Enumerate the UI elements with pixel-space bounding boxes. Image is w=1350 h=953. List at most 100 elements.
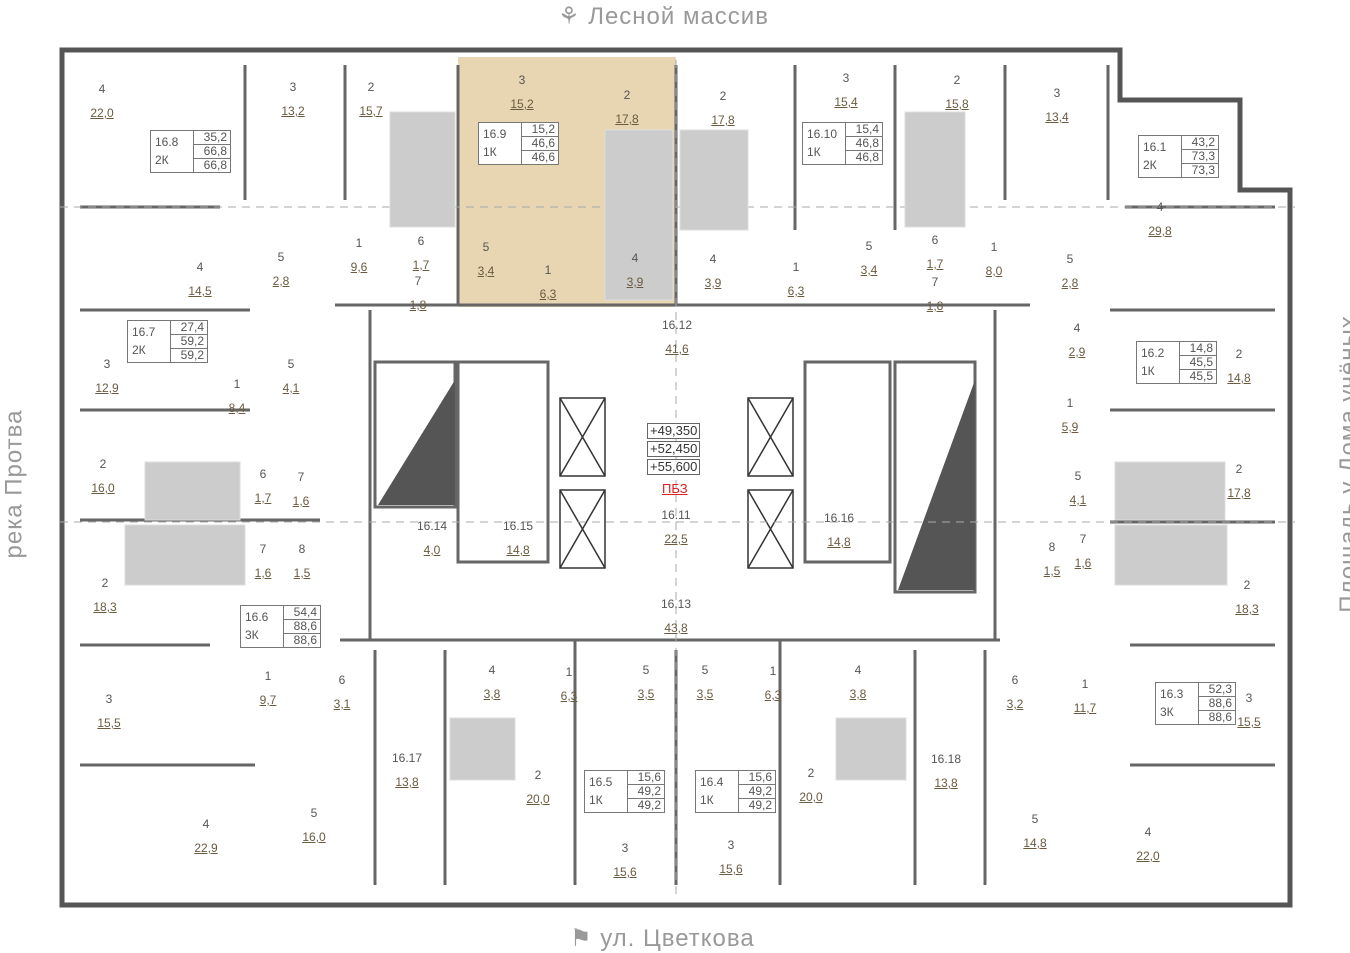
living-area: 15,6: [628, 771, 664, 785]
room-number: 7: [297, 470, 305, 484]
room-area: 13,8: [934, 776, 958, 790]
room-area: 22,9: [194, 841, 218, 855]
room-number: 7: [1079, 532, 1087, 546]
living-area: 35,2: [194, 131, 230, 145]
room-number: 1: [990, 240, 998, 254]
room-number: 1: [1081, 677, 1089, 691]
apartment-type: 1К: [483, 145, 497, 159]
room-area: 1,6: [292, 494, 310, 508]
total-area: 49,2: [739, 785, 775, 799]
label-north-forest: ⚘ Лесной массив: [558, 3, 769, 30]
room-number: 3: [727, 838, 735, 852]
room-area: 13,4: [1045, 110, 1069, 124]
room-number: 1: [233, 377, 241, 391]
room-area: 14,8: [506, 543, 530, 557]
room-number: 6: [338, 673, 346, 687]
room-number: 16.12: [661, 318, 693, 332]
room-area: 1,5: [1043, 564, 1061, 578]
apartment-id: 16.3: [1160, 687, 1184, 701]
room-number: 1: [565, 665, 573, 679]
room-area: 15,6: [613, 865, 637, 879]
room-number: 2: [1243, 578, 1251, 592]
elevation-mark: +55,600: [647, 459, 701, 475]
room-area: 17,8: [1227, 486, 1251, 500]
room-number: 3: [842, 71, 850, 85]
label-west-river: река Протва: [0, 409, 28, 559]
room-number: 1: [355, 236, 363, 250]
room-area: 3,5: [637, 687, 655, 701]
room-number: 3: [289, 80, 297, 94]
room-area: 9,7: [259, 693, 277, 707]
room-number: 16.18: [930, 752, 962, 766]
living-area: 15,2: [522, 123, 558, 137]
room-area: 6,3: [560, 689, 578, 703]
room-number: 4: [98, 82, 106, 96]
room-number: 16.11: [661, 508, 691, 522]
room-number: 6: [259, 467, 267, 481]
room-area: 9,6: [350, 260, 368, 274]
room-number: 16.17: [391, 751, 423, 765]
room-number: 4: [1156, 200, 1164, 214]
total-area: 73,3: [1182, 150, 1218, 164]
room-number: 16.16: [823, 511, 855, 525]
room-number: 2: [99, 457, 107, 471]
room-label: 16.18 13,8: [931, 752, 961, 790]
room-number: 5: [482, 240, 490, 254]
room-number: 2: [623, 88, 631, 102]
apartment-type: 3К: [1160, 705, 1174, 719]
room-area: 5,9: [1061, 420, 1079, 434]
room-number: 7: [931, 275, 939, 289]
total-area: 45,5: [1180, 356, 1216, 370]
room-number: 5: [865, 239, 873, 253]
total-area: 46,8: [846, 137, 882, 151]
room-number: 4: [1073, 321, 1081, 335]
room-number: 2: [1235, 347, 1243, 361]
room-number: 2: [101, 576, 109, 590]
label-east-square: Площадь у Дома учёных: [1334, 315, 1350, 613]
room-area: 1,7: [412, 258, 430, 272]
room-area: 6,3: [539, 287, 557, 301]
room-number: 7: [259, 542, 267, 556]
total-area-with-balcony: 88,6: [1208, 710, 1232, 724]
room-number: 1: [264, 669, 272, 683]
apartment-id: 16.1: [1143, 140, 1167, 154]
room-area: 15,7: [359, 104, 383, 118]
room-number: 4: [631, 251, 639, 265]
room-area: 16,0: [302, 830, 326, 844]
room-area: 29,8: [1148, 224, 1172, 238]
